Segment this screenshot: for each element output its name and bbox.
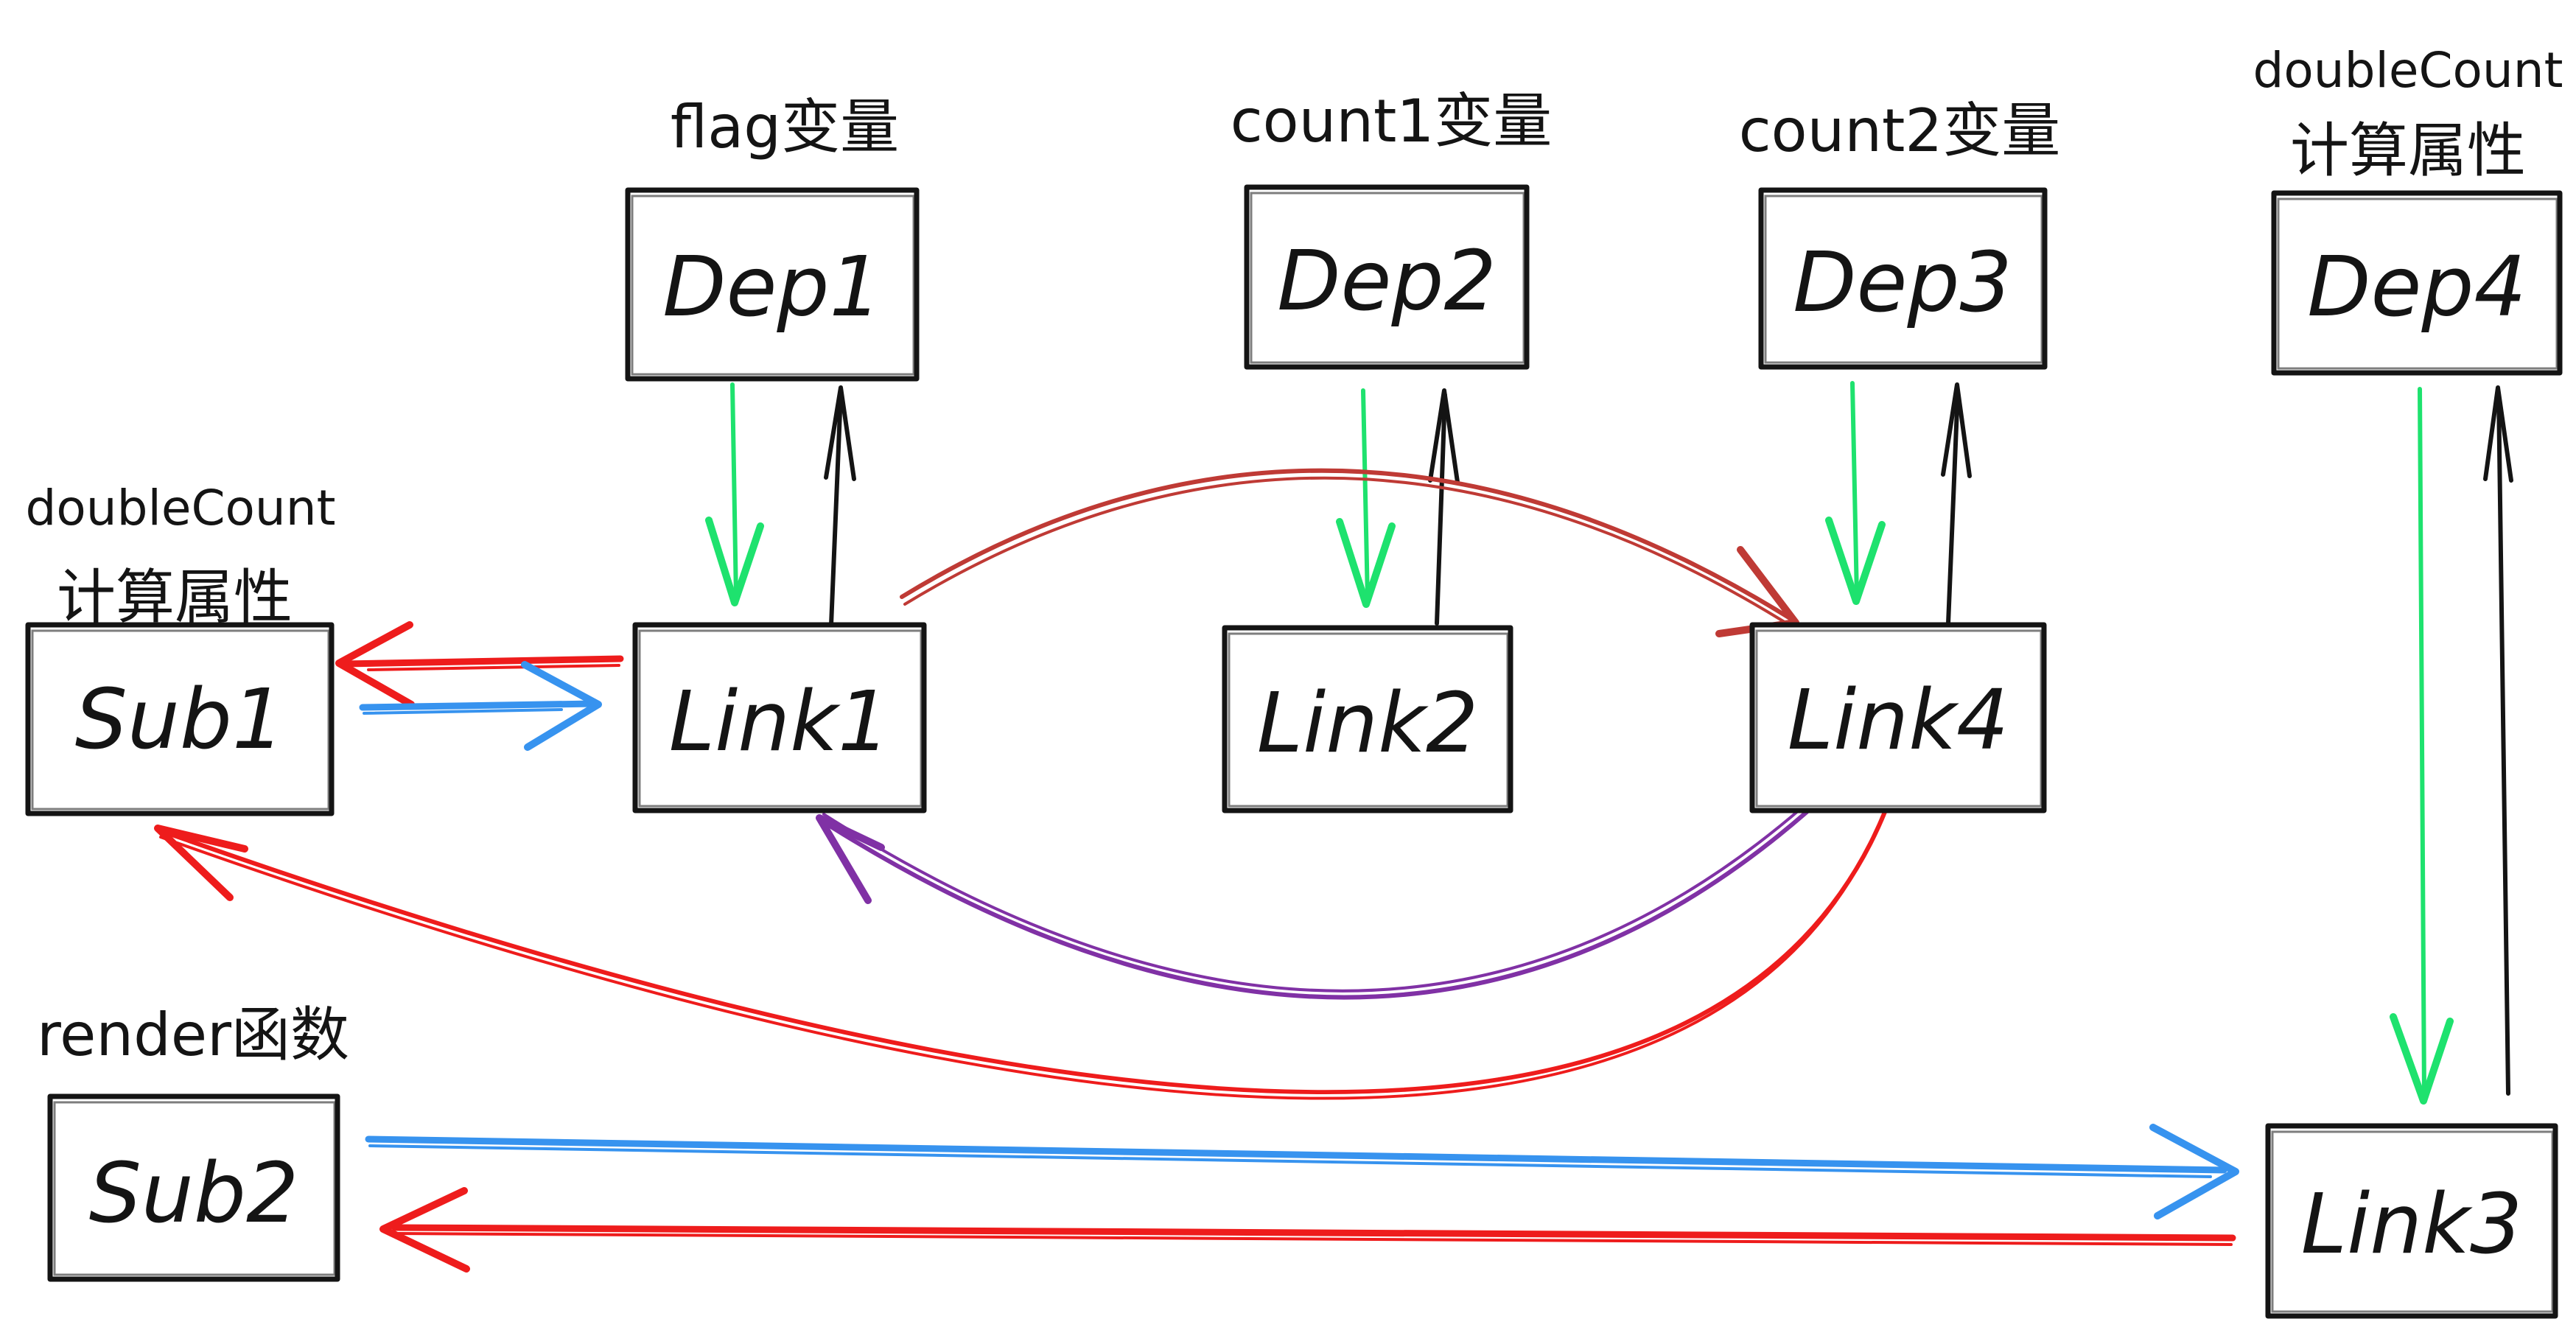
dep1-label: Dep1 <box>662 239 882 335</box>
sub2-box <box>47 1093 340 1282</box>
edge-dep3-to-link4-arrow <box>1825 381 1886 605</box>
dep4-label: Dep4 <box>2307 239 2527 335</box>
edge-link3-to-dep4-arrow <box>2483 385 2513 1096</box>
node-link3: Link3 <box>2265 1123 2558 1319</box>
edge-link3-to-sub2-arrow <box>379 1187 2236 1273</box>
caption-doublecount-left-line2: 计算属性 <box>57 563 293 631</box>
sub1-box-sketch-line <box>31 629 330 811</box>
sub1-box <box>25 622 335 816</box>
link1-box-sketch-line <box>638 629 923 808</box>
node-dep3: Dep3 <box>1758 187 2048 370</box>
caption-count2-variable: count2变量 <box>1739 97 2061 165</box>
link2-label: Link2 <box>1257 676 1479 771</box>
dep2-box <box>1244 184 1530 370</box>
dep2-label: Dep2 <box>1277 234 1497 329</box>
node-link4: Link4 <box>1749 622 2047 813</box>
edge-sub1-to-link1-arrow <box>359 661 602 751</box>
node-sub2: Sub2 <box>47 1093 340 1282</box>
edge-link4-to-link1-arc-arrow <box>816 805 1809 1000</box>
sub2-label: Sub2 <box>89 1146 298 1242</box>
edge-dep1-to-link1-arrow <box>705 382 764 606</box>
node-dep4: Dep4 <box>2271 190 2563 376</box>
edge-link4-to-sub1-arc-arrow <box>154 810 1887 1100</box>
edge-dep2-to-link2-arrow <box>1336 388 1396 608</box>
dep4-box <box>2271 190 2563 376</box>
node-sub1: Sub1 <box>25 622 335 816</box>
node-dep2: Dep2 <box>1244 184 1530 370</box>
node-link2: Link2 <box>1222 625 1513 813</box>
caption-flag-variable: flag变量 <box>671 93 899 161</box>
edge-link4-to-dep3-arrow <box>1941 382 1972 626</box>
dep1-box <box>625 187 920 382</box>
link3-label: Link3 <box>2301 1177 2523 1273</box>
link3-box-sketch-line <box>2271 1130 2554 1313</box>
caption-doublecount-right-line1: doubleCount <box>2253 42 2563 99</box>
sub1-label: Sub1 <box>75 672 284 768</box>
link4-box <box>1749 622 2047 813</box>
edge-link2-to-dep2-arrow <box>1428 388 1460 626</box>
sub2-box-sketch-line <box>53 1101 336 1276</box>
link2-box-sketch-line <box>1228 632 1509 808</box>
caption-doublecount-left-line1: doubleCount <box>26 480 336 536</box>
edge-link1-to-dep1-arrow <box>824 385 856 627</box>
dep2-box-sketch-line <box>1250 192 1525 364</box>
dep4-box-sketch-line <box>2277 197 2558 370</box>
caption-render-function: render函数 <box>37 1001 349 1069</box>
link1-label: Link1 <box>669 674 891 770</box>
edge-link1-to-sub1-arrow <box>335 621 624 708</box>
link2-box <box>1222 625 1513 813</box>
edge-sub2-to-link3-arrow <box>365 1124 2239 1219</box>
dep3-label: Dep3 <box>1793 235 2012 331</box>
caption-count1-variable: count1变量 <box>1231 87 1553 155</box>
dep3-box-sketch-line <box>1764 195 2043 364</box>
link4-label: Link4 <box>1788 673 2009 769</box>
caption-doublecount-right-line2: 计算属性 <box>2290 116 2526 185</box>
dep1-box-sketch-line <box>631 195 915 376</box>
link3-box <box>2265 1123 2558 1319</box>
edge-dep4-to-link3-arrow <box>2390 387 2454 1105</box>
node-dep1: Dep1 <box>625 187 920 382</box>
link4-box-sketch-line <box>1755 629 2043 808</box>
node-link1: Link1 <box>632 622 927 813</box>
dep3-box <box>1758 187 2048 370</box>
link1-box <box>632 622 927 813</box>
